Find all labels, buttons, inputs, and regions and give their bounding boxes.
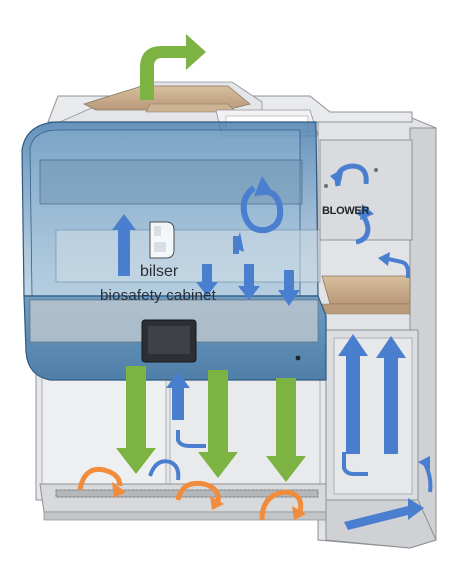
downflow-arrow xyxy=(196,264,218,296)
bilser-logo-icon xyxy=(149,221,175,259)
downflow-green-arrow xyxy=(116,366,156,474)
side-plenum-up-arrow xyxy=(376,336,406,454)
downflow-green-arrow xyxy=(198,370,238,478)
side-plenum-up-arrow xyxy=(338,334,368,454)
room-air-arrow xyxy=(175,480,221,503)
supply-hepa-filter xyxy=(321,275,411,305)
downflow-arrow xyxy=(238,264,260,300)
bottom-return-arrow xyxy=(344,506,412,530)
recirculation-arrow xyxy=(240,185,284,234)
inflow-up-arrow xyxy=(112,214,136,276)
room-air-arrow xyxy=(77,466,123,491)
room-air-arrow xyxy=(259,489,304,521)
blower-label: BLOWER xyxy=(322,205,370,217)
front-inflow-arrow xyxy=(166,372,190,420)
downflow-arrow xyxy=(278,270,300,306)
brand-name: bilser xyxy=(140,263,179,280)
front-sash-housing xyxy=(21,121,327,381)
product-name: biosafety cabinet xyxy=(100,287,216,304)
exhaust-airflow-arrow xyxy=(140,34,206,100)
downflow-green-arrow xyxy=(266,378,306,482)
